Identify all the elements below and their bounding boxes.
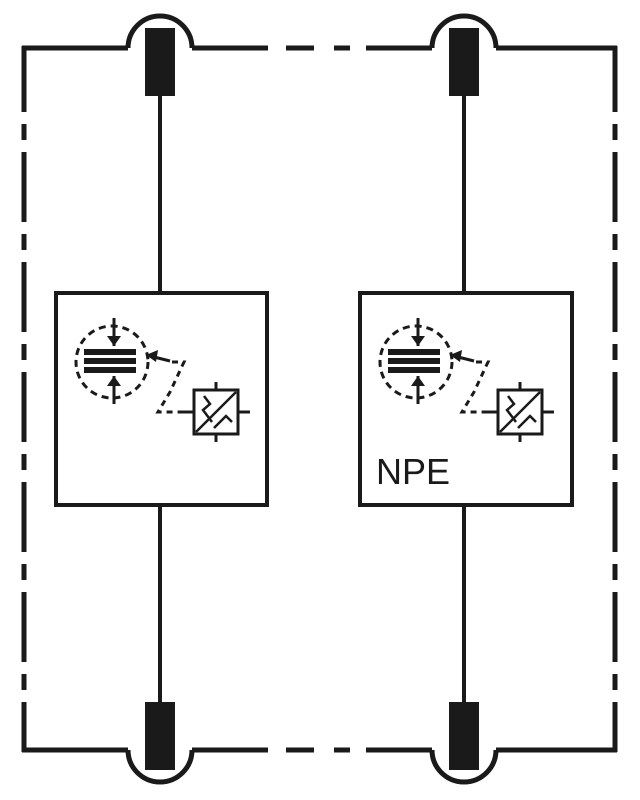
enclosure-frame <box>21 45 618 753</box>
module-label: NPE <box>376 451 450 492</box>
module-left <box>54 13 269 785</box>
top-terminal-block <box>145 28 175 96</box>
spark-gap-icon <box>180 382 250 442</box>
thermal-disconnect-icon <box>146 350 190 414</box>
thermal-disconnect-icon <box>450 350 494 414</box>
varistor-icon <box>378 318 454 404</box>
bottom-terminal-block <box>145 702 175 770</box>
varistor-icon <box>74 318 150 404</box>
top-terminal-block <box>449 28 479 96</box>
bottom-terminal-block <box>449 702 479 770</box>
module-right: NPE <box>358 13 574 785</box>
spark-gap-icon <box>484 382 554 442</box>
